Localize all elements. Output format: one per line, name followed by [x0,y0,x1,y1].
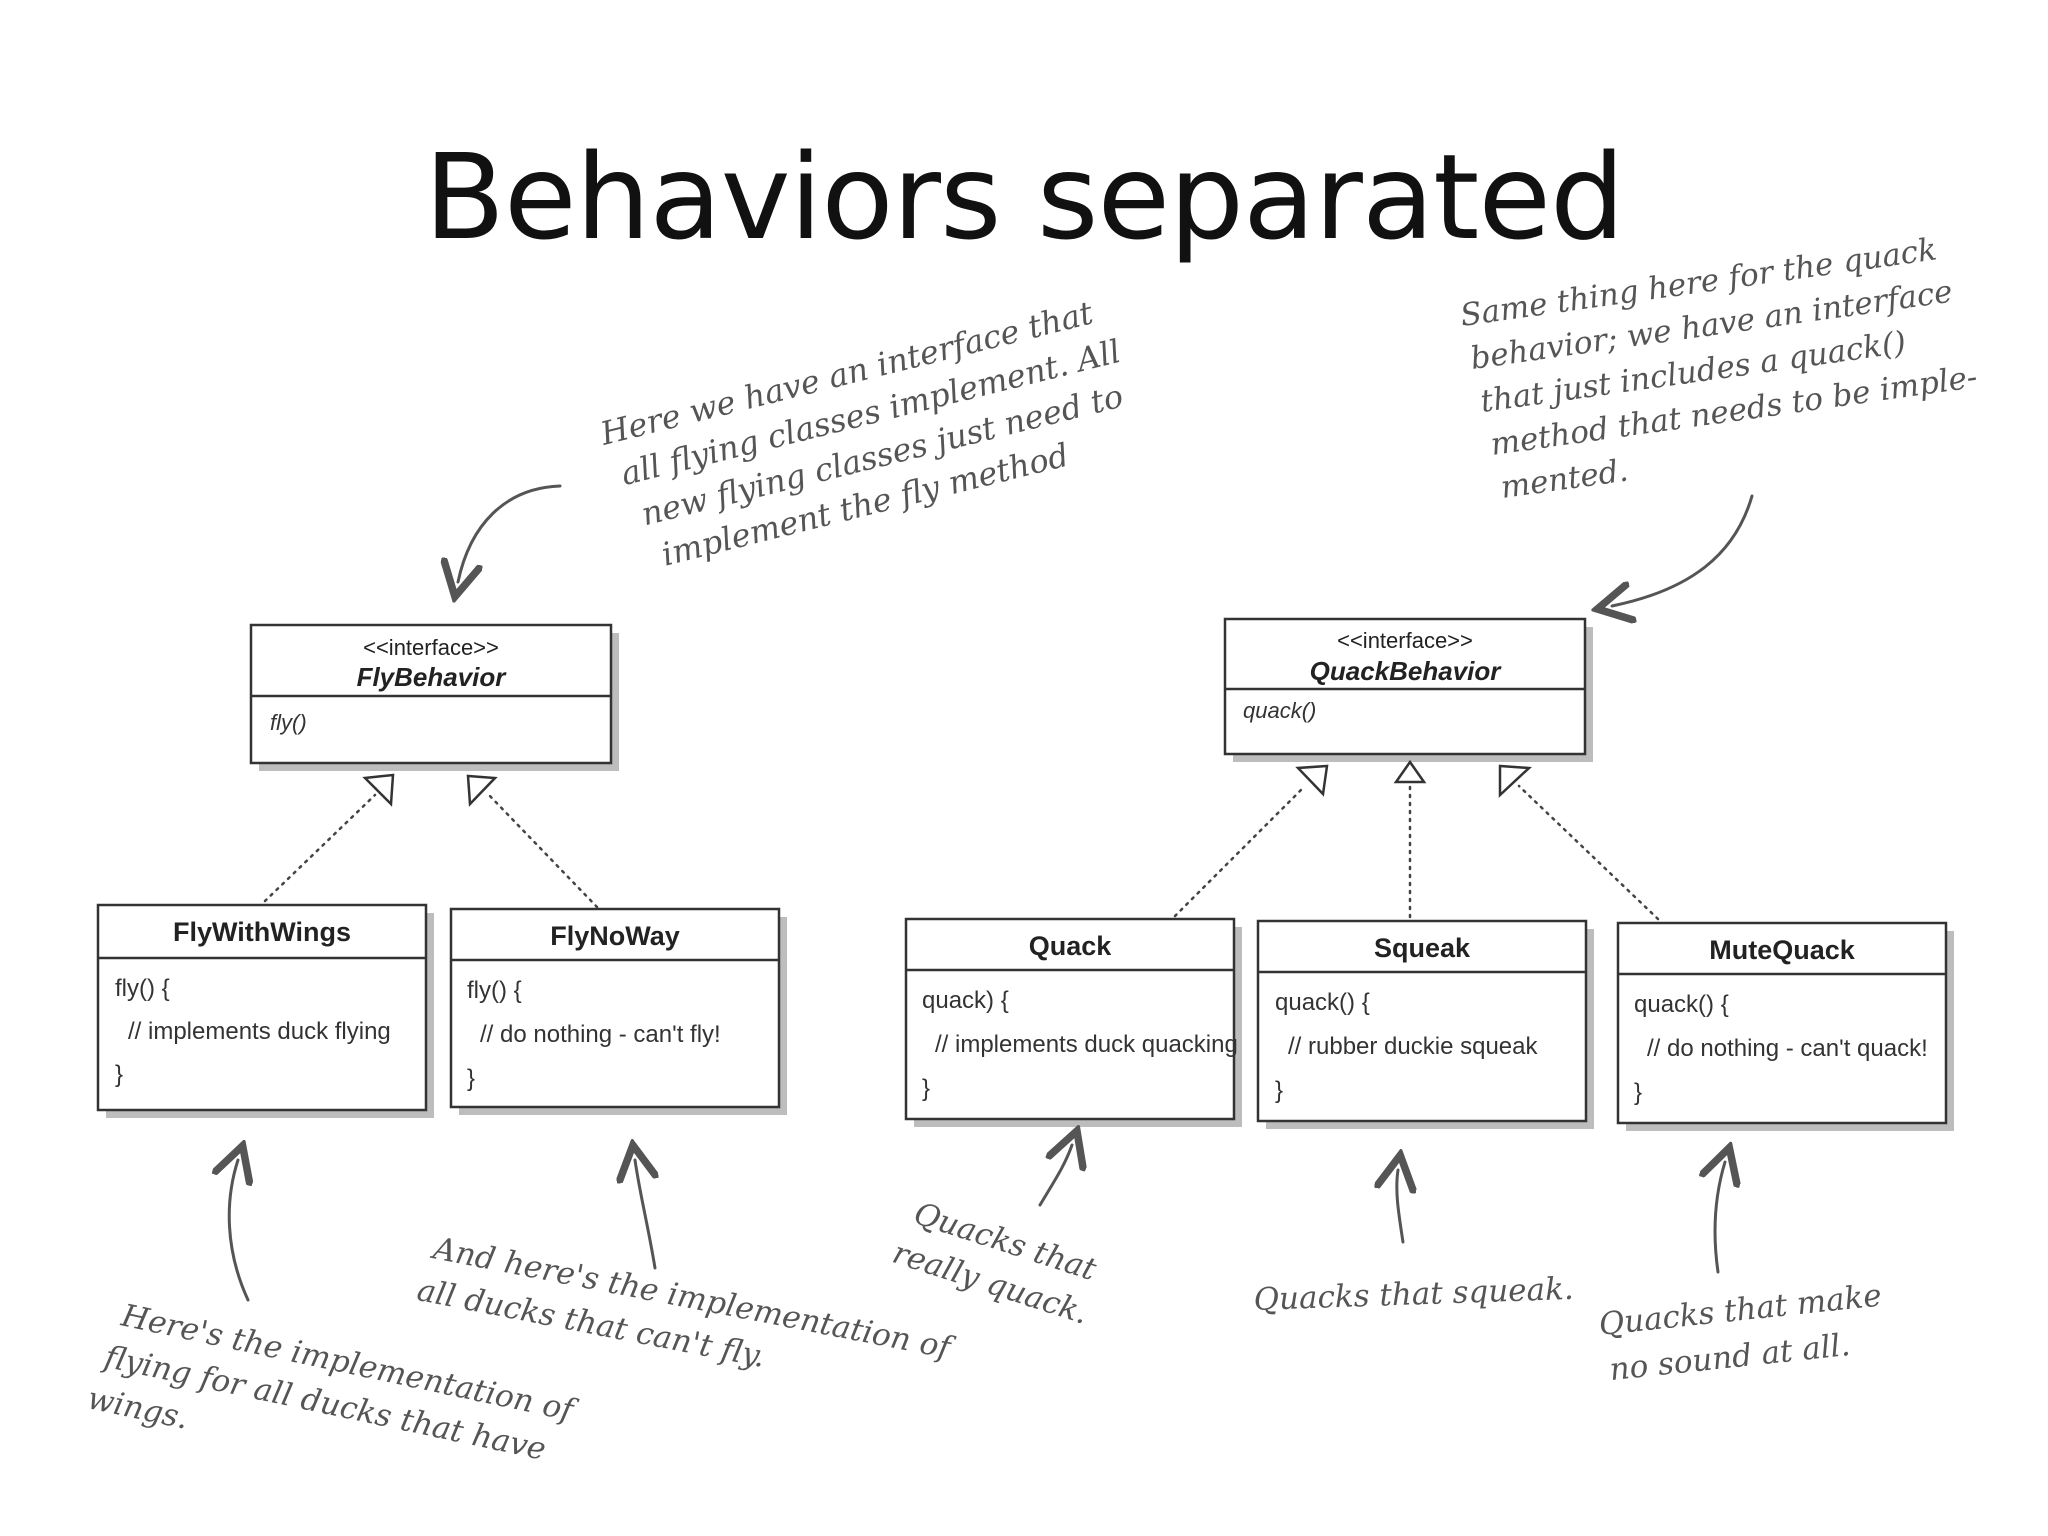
note-arrow [229,1160,248,1302]
class-body-line: // rubber duckie squeak [1288,1033,1538,1060]
note-line: Quacks that squeak. [1253,1271,1574,1318]
class-body-line: } [922,1075,930,1102]
class-body-line: fly() { [467,977,522,1004]
class-body-line: fly() { [115,975,170,1002]
fly-behavior-interface: <<interface>> FlyBehavior fly() [249,623,619,771]
quack-interface-stereotype: <<interface>> [1337,628,1473,653]
fly-realizations [263,773,599,909]
realization-arrowhead [1393,759,1427,784]
class-body-line: } [1634,1079,1642,1106]
class-squeak: Squeak quack() { // rubber duckie squeak… [1256,919,1594,1129]
class-body-line: // do nothing - can't fly! [480,1021,721,1048]
slide-title: Behaviors separated [424,128,1625,266]
fly-interface-stereotype: <<interface>> [363,635,499,660]
class-body-line: quack() { [1275,989,1370,1016]
class-body-line: // implements duck flying [128,1018,391,1045]
note-fly-with-wings: Here's the implementation of flying for … [84,1297,581,1467]
quack-realizations [1173,759,1660,921]
class-quack: Quack quack) { // implements duck quacki… [904,917,1242,1127]
note-quack-interface: Same thing here for the quack behavior; … [1458,231,1979,506]
realization-arrowhead [466,774,498,807]
class-name: Squeak [1374,933,1471,963]
note-fly-interface: Here we have an interface that all flyin… [596,293,1127,573]
class-name: FlyNoWay [550,921,680,951]
note-arrow [635,1160,655,1270]
class-body-line: // do nothing - can't quack! [1647,1035,1928,1062]
class-name: Quack [1029,931,1113,961]
note-arrow [1612,494,1754,606]
fly-interface-name: FlyBehavior [357,662,508,692]
class-body-line: quack() { [1634,991,1729,1018]
class-name: MuteQuack [1709,935,1856,965]
class-body-line: } [1275,1077,1283,1104]
class-name: FlyWithWings [173,917,351,947]
realization-arrowhead [362,773,395,807]
class-body-line: } [115,1061,123,1088]
realization-arrowhead [1498,764,1532,798]
class-fly-with-wings: FlyWithWings fly() { // implements duck … [96,903,434,1118]
quack-interface-method: quack() [1243,698,1316,723]
class-body-line: } [467,1065,475,1092]
note-arrow [1715,1162,1725,1274]
quack-behavior-interface: <<interface>> QuackBehavior quack() [1223,617,1593,762]
class-body-line: quack) { [922,987,1009,1014]
note-arrow [1397,1170,1403,1244]
quack-interface-name: QuackBehavior [1310,656,1503,686]
note-line: mented. [1498,452,1630,505]
class-fly-no-way: FlyNoWay fly() { // do nothing - can't f… [449,907,787,1115]
note-arrow [458,484,562,582]
fly-interface-method: fly() [270,710,307,735]
note-quack: Quacks that really quack. [888,1195,1101,1331]
class-body-line: // implements duck quacking [935,1031,1238,1058]
note-mute-quack: Quacks that make no sound at all. [1597,1277,1883,1388]
class-mute-quack: MuteQuack quack() { // do nothing - can'… [1616,921,1954,1131]
note-squeak: Quacks that squeak. [1253,1271,1574,1318]
realization-arrowhead [1295,764,1329,797]
note-arrow [1038,1145,1072,1207]
